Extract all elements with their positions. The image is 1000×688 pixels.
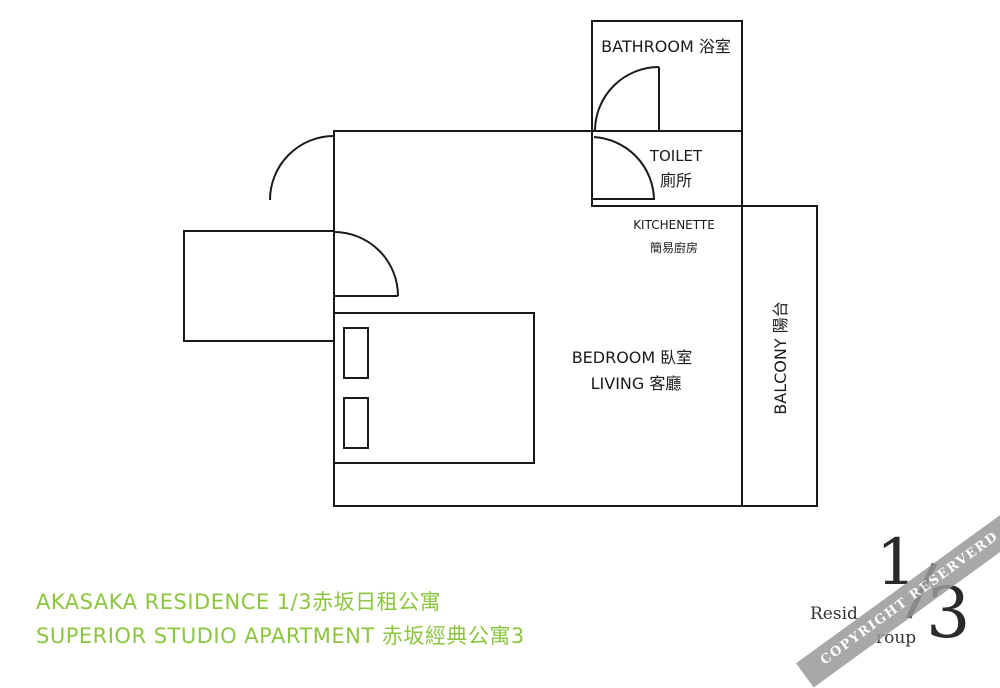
balcony-outline [741, 205, 818, 507]
entry-door-swing [269, 135, 335, 201]
bathroom-label: BATHROOM 浴室 [601, 37, 731, 56]
caption-property-name: AKASAKA RESIDENCE 1/3赤坂日租公寓 [36, 590, 442, 614]
entrance-outline [183, 230, 335, 342]
toilet-door-swing [592, 136, 656, 200]
bed-pillow-bottom [343, 397, 369, 449]
bed [333, 312, 535, 464]
balcony-label: BALCONY 陽台 [771, 301, 790, 414]
logo-text-left: Resid [810, 604, 858, 624]
toilet-label-zh: 廁所 [660, 171, 692, 190]
floor-plan: BATHROOM 浴室 TOILET 廁所 KITCHENETTE 簡易廚房 B… [183, 20, 818, 507]
toilet-label-en: TOILET [649, 147, 703, 165]
inner-door-swing [333, 231, 399, 297]
living-label: LIVING 客廳 [591, 374, 682, 393]
bathroom-door-swing [594, 66, 660, 132]
kitchenette-label-en: KITCHENETTE [633, 218, 715, 232]
bed-pillow-top [343, 327, 369, 379]
bedroom-label: BEDROOM 臥室 [572, 348, 693, 367]
kitchenette-label-zh: 簡易廚房 [650, 240, 698, 255]
brand-logo: 1 / 3 Resid roup [800, 520, 1000, 666]
caption-room-type: SUPERIOR STUDIO APARTMENT 赤坂經典公寓3 [36, 624, 525, 648]
